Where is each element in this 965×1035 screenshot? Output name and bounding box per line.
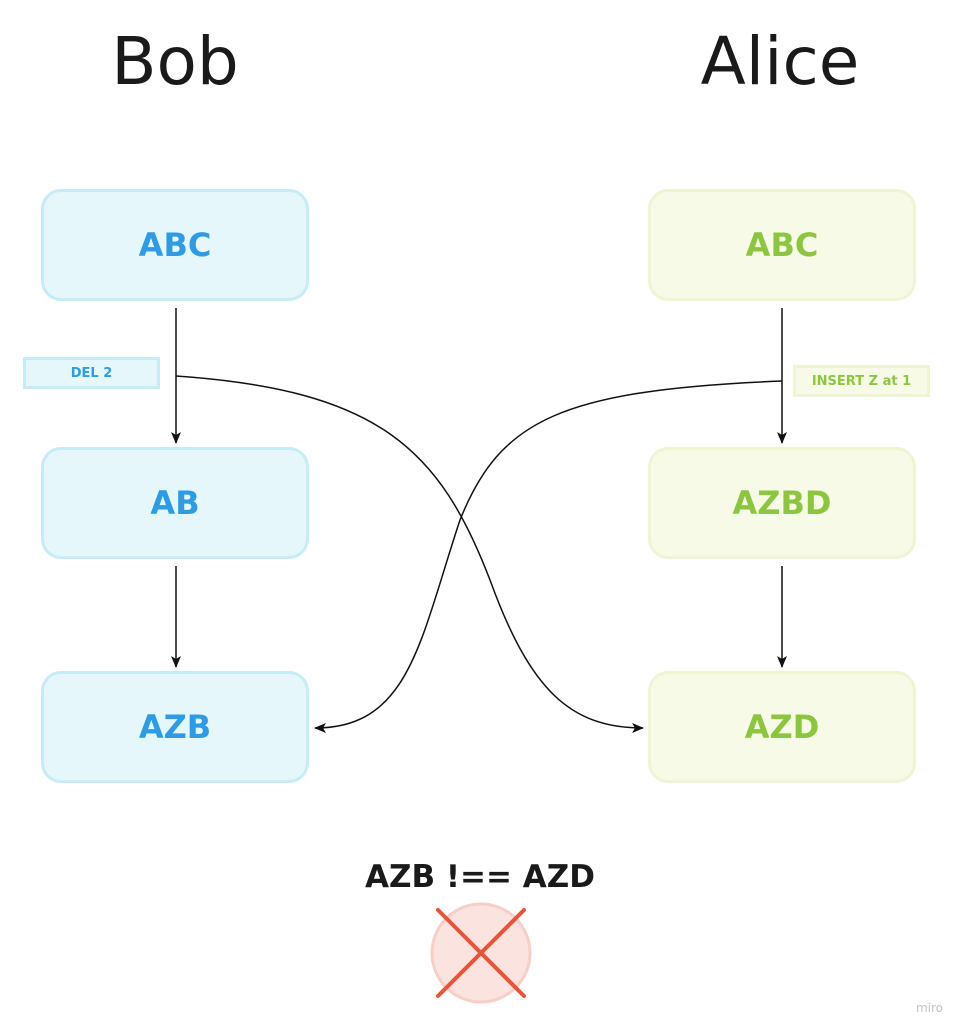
- miro-watermark: miro: [915, 1001, 943, 1015]
- bob-title: Bob: [111, 23, 239, 100]
- alice-node-abc[interactable]: ABC: [648, 189, 916, 301]
- bob-node-abc[interactable]: ABC: [41, 189, 309, 301]
- alice-operation-label[interactable]: INSERT Z at 1: [793, 365, 930, 397]
- cross-icon: [430, 902, 532, 1004]
- alice-node-azbd[interactable]: AZBD: [648, 447, 916, 559]
- alice-title: Alice: [700, 23, 860, 100]
- bob-node-ab[interactable]: AB: [41, 447, 309, 559]
- result-text: AZB !== AZD: [365, 859, 595, 895]
- bob-node-azb[interactable]: AZB: [41, 671, 309, 783]
- bob-operation-label[interactable]: DEL 2: [23, 357, 160, 389]
- alice-node-azd[interactable]: AZD: [648, 671, 916, 783]
